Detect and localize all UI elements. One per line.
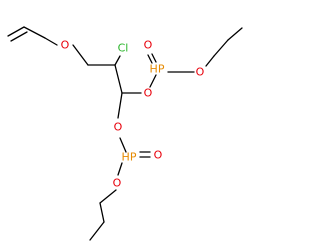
allyl-group bbox=[7, 26, 58, 46]
bond-o-prop1-c1 bbox=[205, 55, 215, 67]
atom-cl: Cl bbox=[118, 42, 129, 55]
atom-o-dbl1: O bbox=[144, 39, 153, 52]
atom-p2: HP bbox=[122, 151, 137, 164]
bond-ch-o-link2 bbox=[117, 92, 123, 119]
atom-o-prop2: O bbox=[113, 177, 122, 190]
bond-p1-o-dbl-a bbox=[147, 54, 153, 64]
phosphonate-upper bbox=[147, 27, 243, 88]
atom-o-dbl2: O bbox=[154, 149, 163, 162]
bond-prop2-c1-c2 bbox=[99, 202, 105, 223]
bond-vinyl-double-b bbox=[10, 31, 28, 42]
bond-prop2-c2-c3 bbox=[89, 221, 105, 241]
atom-o-prop1: O bbox=[196, 66, 205, 79]
bond-vinyl-double-a bbox=[7, 26, 25, 37]
bond-prop1-c1-c2 bbox=[213, 39, 229, 57]
bond-vinyl-ch2 bbox=[23, 26, 46, 39]
backbone bbox=[72, 44, 142, 119]
bond-ch2-o-ether bbox=[44, 37, 58, 46]
atom-o-link1: O bbox=[144, 87, 153, 100]
bond-o-link2-p2 bbox=[119, 137, 127, 153]
bond-p2-o-prop bbox=[117, 162, 123, 176]
bond-o-prop2-c1 bbox=[99, 189, 117, 204]
phosphonate-lower bbox=[89, 137, 151, 241]
atom-p1: HP bbox=[150, 63, 165, 76]
bond-o-ether-ch2 bbox=[72, 44, 89, 66]
bond-chcl-ch bbox=[114, 64, 123, 94]
bond-prop1-c2-c3 bbox=[227, 27, 243, 41]
bond-p1-o-dbl-b bbox=[151, 53, 157, 63]
atom-labels: O Cl O HP O O O HP O O bbox=[61, 39, 205, 190]
molecule-structure: O Cl O HP O O O HP O O bbox=[7, 26, 243, 241]
atom-o-link2: O bbox=[114, 121, 123, 134]
atom-o-ether: O bbox=[61, 39, 70, 52]
bond-chcl-cl bbox=[114, 55, 121, 66]
bond-o-link1-p1 bbox=[149, 74, 157, 88]
